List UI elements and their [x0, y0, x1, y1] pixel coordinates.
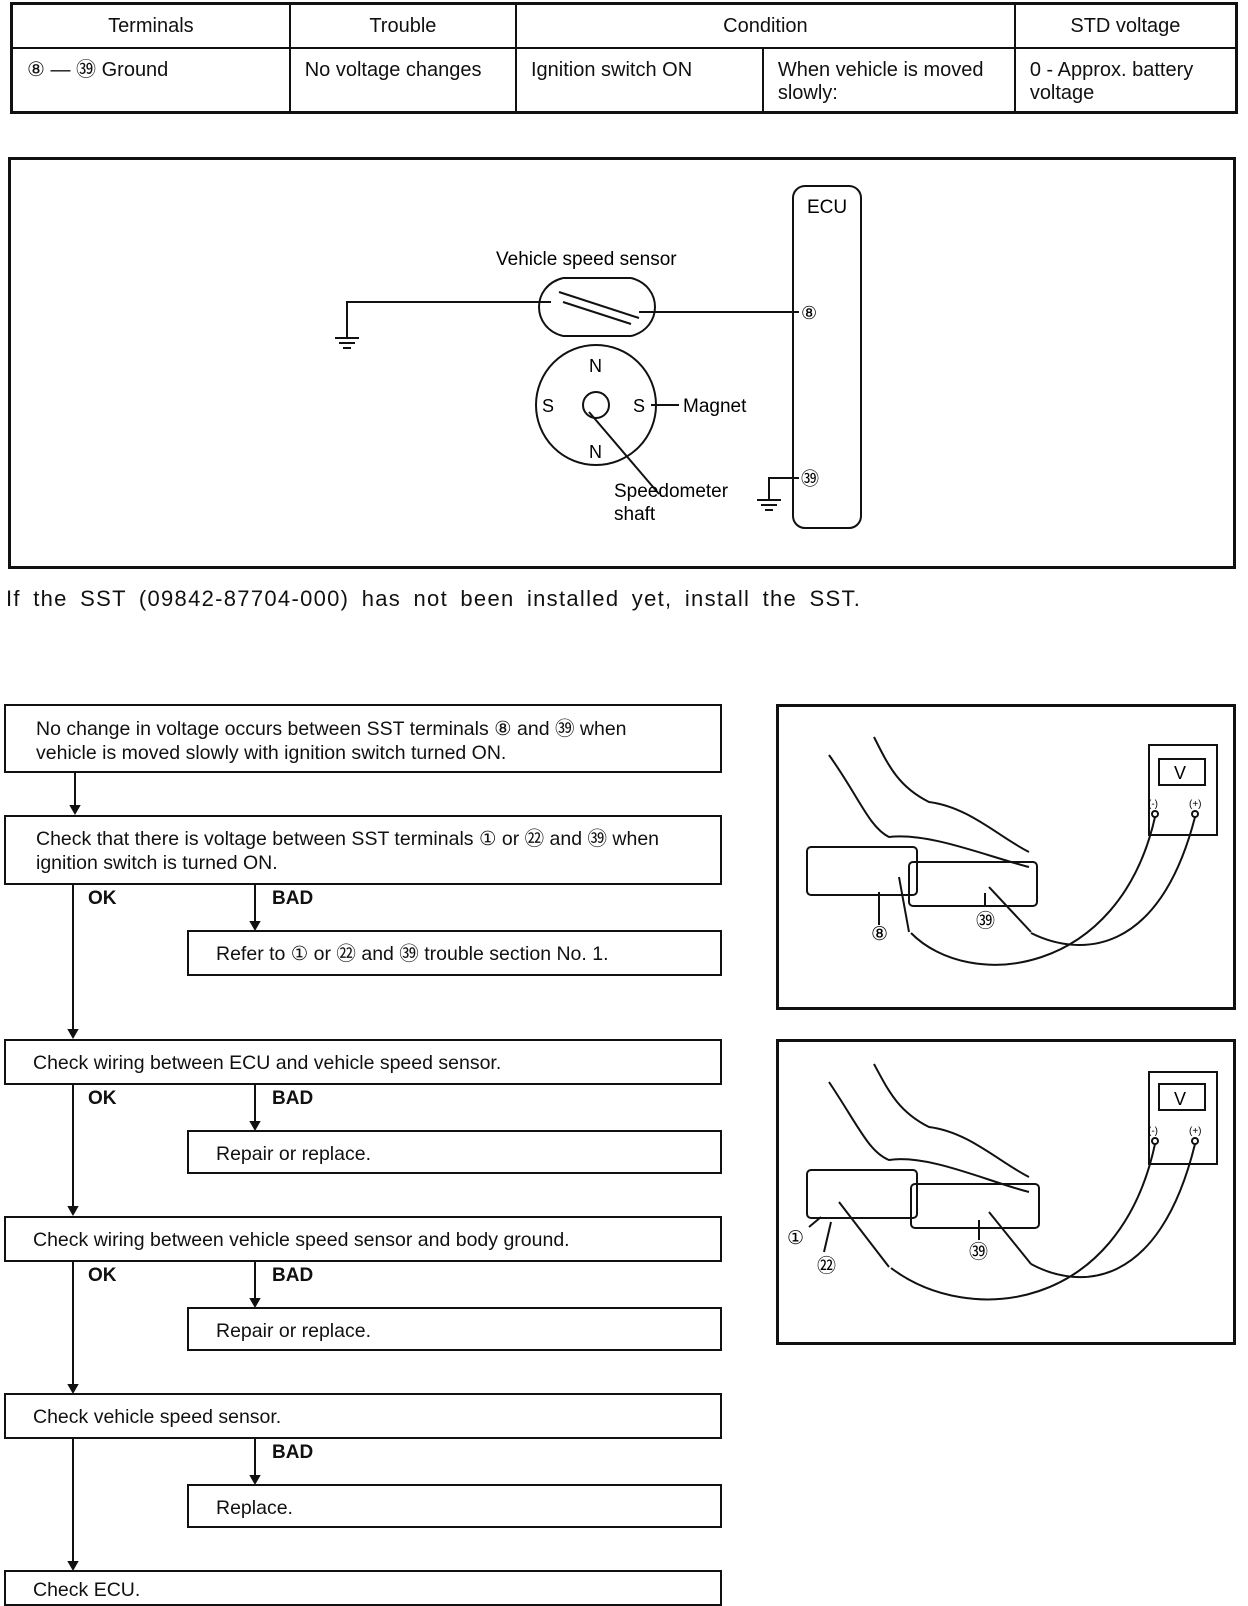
- sst-note: If the SST (09842-87704-000) has not bee…: [6, 586, 862, 611]
- connector-left: [806, 846, 918, 896]
- meter-label-2: V: [1174, 1089, 1186, 1109]
- spec-table: Terminals Trouble Condition STD voltage …: [10, 2, 1238, 114]
- connector-right: [908, 861, 1038, 907]
- hand-outline-2: [828, 1081, 1030, 1193]
- ok-label-3: OK: [88, 1088, 117, 1109]
- figure-1-svg: V (-) (+) ⑧ ㊴: [806, 736, 1218, 966]
- sensor-label: Vehicle speed sensor: [496, 249, 677, 270]
- probe-lead-pos: [1030, 816, 1196, 946]
- cell-terminals: ⑧ — ㊴ Ground: [10, 47, 291, 114]
- header-condition: Condition: [514, 2, 1016, 49]
- meter-neg-2: (-): [1148, 1126, 1158, 1137]
- pole-n-bottom: N: [589, 442, 602, 462]
- probe-lead-neg-2: [890, 1143, 1156, 1301]
- shaft-label-1: Speedometer: [614, 481, 729, 502]
- flow-step-3-bad: Repair or replace.: [187, 1130, 722, 1174]
- shaft-label-2: shaft: [614, 504, 656, 525]
- flow-step-4: Check wiring between vehicle speed senso…: [4, 1216, 722, 1262]
- fig2-terminal-1: ①: [787, 1228, 804, 1249]
- fig2-terminal-22: ㉒: [817, 1255, 836, 1277]
- header-trouble: Trouble: [288, 2, 517, 49]
- probe-lead-pos-2: [1030, 1143, 1196, 1279]
- flow-step-4-bad: Repair or replace.: [187, 1307, 722, 1351]
- header-terminals: Terminals: [10, 2, 291, 49]
- ecu-label: ECU: [807, 197, 847, 218]
- bad-label-5: BAD: [272, 1442, 314, 1463]
- flow-step-1: No change in voltage occurs between SST …: [4, 704, 722, 773]
- figure-measure-1-22-39: V (-) (+) ① ㉒ ㊴: [776, 1039, 1236, 1345]
- connector-left-2: [806, 1169, 918, 1219]
- figure-2-svg: V (-) (+) ① ㉒ ㊴: [787, 1063, 1218, 1301]
- voltmeter-body-2: [1148, 1071, 1218, 1165]
- flow-step-5: Check vehicle speed sensor.: [4, 1393, 722, 1439]
- circuit-diagram: ECU Vehicle speed sensor ⑧ ㊴ N N S S Mag…: [8, 157, 1236, 569]
- bad-label-3: BAD: [272, 1088, 314, 1109]
- ecu-terminal-39: ㊴: [801, 469, 819, 489]
- circuit-svg: ECU Vehicle speed sensor ⑧ ㊴ N N S S Mag…: [335, 185, 862, 529]
- meter-label: V: [1174, 763, 1186, 783]
- cell-condition-1: Ignition switch ON: [514, 47, 764, 114]
- bad-label-2: BAD: [272, 888, 314, 909]
- flow-step-5-bad: Replace.: [187, 1484, 722, 1528]
- bad-label-4: BAD: [272, 1265, 314, 1286]
- header-std-voltage: STD voltage: [1013, 2, 1238, 49]
- meter-neg: (-): [1148, 799, 1158, 810]
- ecu-terminal-8: ⑧: [801, 303, 817, 323]
- hand-outline: [828, 754, 1030, 868]
- fig1-terminal-39: ㊴: [976, 910, 995, 932]
- fig2-terminal-39: ㊴: [969, 1241, 988, 1263]
- flow-connectors: [67, 772, 261, 1572]
- ecu-box: [792, 185, 862, 529]
- flow-step-6: Check ECU.: [4, 1570, 722, 1606]
- ok-label-2: OK: [88, 888, 117, 909]
- shaft-line: [588, 411, 660, 495]
- flow-step-3: Check wiring between ECU and vehicle spe…: [4, 1039, 722, 1085]
- fig1-terminal-8: ⑧: [871, 924, 888, 945]
- meter-pos: (+): [1189, 799, 1202, 810]
- figure-measure-8-39: V (-) (+) ⑧ ㊴: [776, 704, 1236, 1010]
- meter-pos-2: (+): [1189, 1126, 1202, 1137]
- cell-trouble: No voltage changes: [288, 47, 517, 114]
- sensor-arc-right: [630, 277, 656, 337]
- sensor-arc-left: [538, 277, 564, 337]
- cell-condition-2: When vehicle is moved slowly:: [761, 47, 1016, 114]
- ground-wire-left: [346, 301, 551, 338]
- pole-s-left: S: [542, 396, 554, 416]
- pole-s-right: S: [633, 396, 645, 416]
- probe-lead-neg: [910, 816, 1156, 966]
- ok-label-4: OK: [88, 1265, 117, 1286]
- pole-n-top: N: [589, 356, 602, 376]
- magnet-label: Magnet: [683, 396, 747, 417]
- flow-step-2: Check that there is voltage between SST …: [4, 815, 722, 885]
- flow-step-2-bad: Refer to ① or ㉒ and ㊴ trouble section No…: [187, 930, 722, 976]
- voltmeter-body: [1148, 744, 1218, 836]
- cell-std-voltage: 0 - Approx. battery voltage: [1013, 47, 1238, 114]
- connector-right-2: [910, 1183, 1040, 1229]
